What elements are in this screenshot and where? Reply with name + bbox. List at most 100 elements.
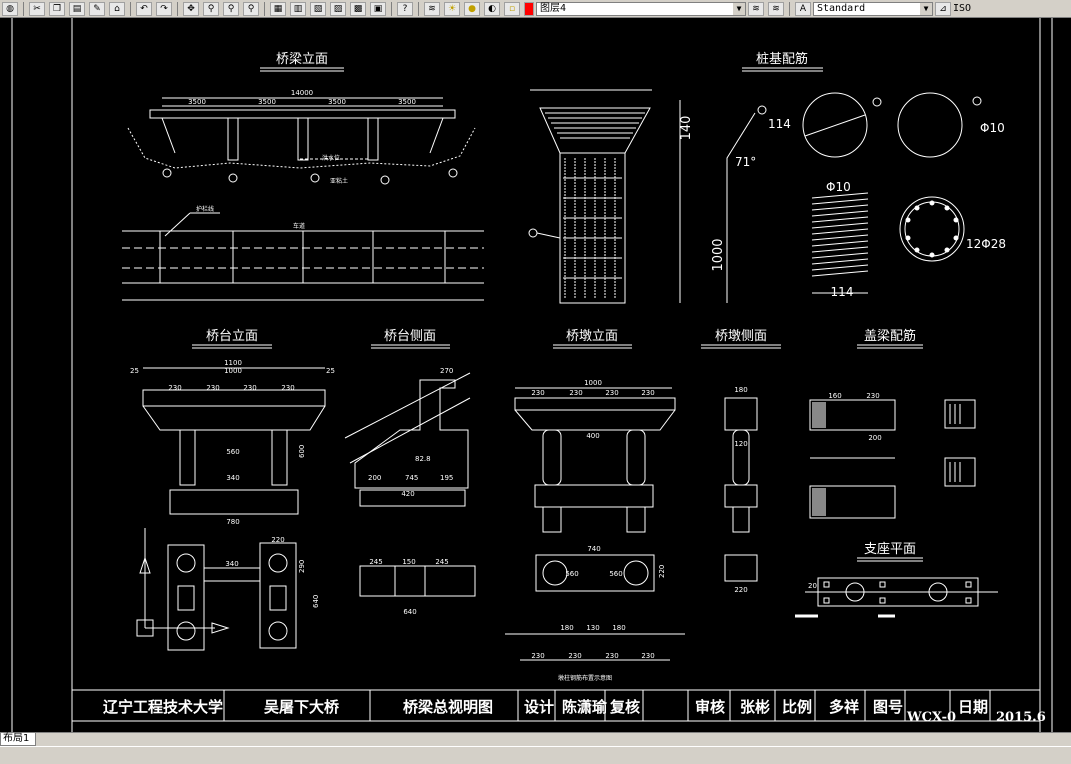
svg-text:114: 114 xyxy=(768,117,791,131)
svg-text:230: 230 xyxy=(243,384,256,392)
svg-text:270: 270 xyxy=(440,367,453,375)
svg-text:墩柱钢筋布置示意图: 墩柱钢筋布置示意图 xyxy=(558,674,612,682)
svg-text:150: 150 xyxy=(402,558,415,566)
svg-text:600: 600 xyxy=(298,445,306,458)
svg-text:230: 230 xyxy=(641,652,654,660)
svg-text:220: 220 xyxy=(271,536,284,544)
pencil-icon[interactable]: ✎ xyxy=(89,1,105,16)
calculator-icon[interactable]: ▣ xyxy=(370,1,386,16)
paste-icon[interactable]: ▤ xyxy=(69,1,85,16)
svg-text:230: 230 xyxy=(168,384,181,392)
svg-text:340: 340 xyxy=(226,474,239,482)
view-title: 桥墩立面 xyxy=(566,329,618,344)
tab-layout1[interactable]: 布局1 xyxy=(0,733,37,746)
svg-text:230: 230 xyxy=(531,389,544,397)
svg-text:1100: 1100 xyxy=(224,359,242,367)
text-style-dropdown[interactable]: Standard ▼ xyxy=(813,1,933,16)
cut-icon[interactable]: ✂ xyxy=(29,1,45,16)
svg-text:740: 740 xyxy=(587,545,600,553)
cad-toolbar: ◍ ✂ ❐ ▤ ✎ ⌂ ↶ ↷ ✥ ⚲ ⚲ ⚲ ▦ ▥ ▧ ▨ ▩ ▣ ? ≋ … xyxy=(0,0,1071,18)
svg-text:640: 640 xyxy=(312,595,320,608)
pan-icon[interactable]: ✥ xyxy=(183,1,199,16)
layer-dropdown[interactable]: 图层4 ▼ xyxy=(536,1,746,16)
svg-text:245: 245 xyxy=(369,558,382,566)
svg-text:1000: 1000 xyxy=(224,367,242,375)
svg-text:14000: 14000 xyxy=(291,89,313,97)
dim-style-label[interactable]: ISO xyxy=(953,3,972,14)
layer-dropdown-value: 图层4 xyxy=(540,2,567,14)
toolbar-separator xyxy=(264,1,265,16)
text-style-icon[interactable]: A xyxy=(795,1,811,16)
svg-text:3500: 3500 xyxy=(188,98,206,106)
svg-text:3500: 3500 xyxy=(398,98,416,106)
svg-text:1000: 1000 xyxy=(711,238,726,271)
dim-style-icon[interactable]: ⊿ xyxy=(935,1,951,16)
svg-text:780: 780 xyxy=(226,518,239,526)
svg-text:3500: 3500 xyxy=(258,98,276,106)
pile-rebar-view: 桩基配筋 71° 114 Φ10 Φ10 114 12Φ28 xyxy=(726,51,1006,303)
sun-freeze-icon[interactable]: ● xyxy=(464,1,480,16)
pier-side-view: 桥墩侧面 180 120 220 xyxy=(701,329,781,594)
toolbar-separator xyxy=(177,1,178,16)
chevron-down-icon: ▼ xyxy=(733,2,745,15)
layer-previous-icon[interactable]: ≋ xyxy=(768,1,784,16)
toolbar-separator xyxy=(391,1,392,16)
tab-layout1-label: 布局1 xyxy=(3,733,30,744)
zoom-realtime-icon[interactable]: ⚲ xyxy=(203,1,219,16)
svg-text:140: 140 xyxy=(679,116,694,141)
svg-text:25: 25 xyxy=(326,367,335,375)
capbeam-rebar-view: 盖梁配筋 160 230 200 xyxy=(809,328,976,519)
lightbulb-icon[interactable]: ☀ xyxy=(444,1,460,16)
bridge-plan-view: 护栏线 车道 xyxy=(122,205,484,301)
zoom-previous-icon[interactable]: ⚲ xyxy=(243,1,259,16)
svg-text:220: 220 xyxy=(658,565,666,578)
layout-tabs: 布局1 xyxy=(0,732,1071,746)
svg-text:745: 745 xyxy=(405,474,418,482)
drawing-canvas[interactable]: 桥梁立面 14000 3500 3500 3500 3500 洪水位 亚粘土 护… xyxy=(0,18,1071,732)
layer-color-icon[interactable] xyxy=(524,1,534,16)
svg-text:230: 230 xyxy=(605,652,618,660)
copy-icon[interactable]: ❐ xyxy=(49,1,65,16)
svg-text:340: 340 xyxy=(225,560,238,568)
svg-text:120: 120 xyxy=(734,440,747,448)
globe-icon[interactable]: ◍ xyxy=(2,1,18,16)
svg-text:230: 230 xyxy=(281,384,294,392)
design-center-icon[interactable]: ▥ xyxy=(290,1,306,16)
svg-text:180: 180 xyxy=(560,624,573,632)
tool-palette-icon[interactable]: ▧ xyxy=(310,1,326,16)
svg-text:195: 195 xyxy=(440,474,453,482)
make-current-layer-icon[interactable]: ≋ xyxy=(748,1,764,16)
properties-icon[interactable]: ▦ xyxy=(270,1,286,16)
svg-text:200: 200 xyxy=(368,474,381,482)
svg-text:180: 180 xyxy=(612,624,625,632)
svg-text:290: 290 xyxy=(298,560,306,573)
viewport-freeze-icon[interactable]: ◐ xyxy=(484,1,500,16)
zoom-window-icon[interactable]: ⚲ xyxy=(223,1,239,16)
svg-text:230: 230 xyxy=(206,384,219,392)
svg-text:1000: 1000 xyxy=(584,379,602,387)
sheet-set-icon[interactable]: ▨ xyxy=(330,1,346,16)
text-style-value: Standard xyxy=(817,2,866,14)
svg-text:25: 25 xyxy=(130,367,139,375)
match-properties-icon[interactable]: ⌂ xyxy=(109,1,125,16)
chevron-down-icon: ▼ xyxy=(920,2,932,15)
lock-icon[interactable]: ▫ xyxy=(504,1,520,16)
svg-text:114: 114 xyxy=(831,285,854,299)
svg-text:71°: 71° xyxy=(735,155,756,169)
view-title: 盖梁配筋 xyxy=(864,328,916,344)
title-block xyxy=(72,689,1040,722)
toolbar-separator xyxy=(418,1,419,16)
toolbar-separator xyxy=(23,1,24,16)
svg-text:230: 230 xyxy=(866,392,879,400)
redo-icon[interactable]: ↷ xyxy=(156,1,172,16)
layer-manager-icon[interactable]: ≋ xyxy=(424,1,440,16)
pier-elevation-view: 桥墩立面 1000 230 230 230 230 400 740 560 56… xyxy=(505,329,685,682)
help-icon[interactable]: ? xyxy=(397,1,413,16)
abutment-side-view: 桥台侧面 270 82.8 200 745 195 420 245 150 24… xyxy=(344,329,476,616)
markup-icon[interactable]: ▩ xyxy=(350,1,366,16)
undo-icon[interactable]: ↶ xyxy=(136,1,152,16)
svg-text:82.8: 82.8 xyxy=(415,455,431,463)
svg-text:230: 230 xyxy=(569,389,582,397)
abutment-elevation-view: 桥台立面 1100 1000 25 25 230 230 230 230 560… xyxy=(130,329,335,651)
svg-text:亚粘土: 亚粘土 xyxy=(330,177,348,185)
